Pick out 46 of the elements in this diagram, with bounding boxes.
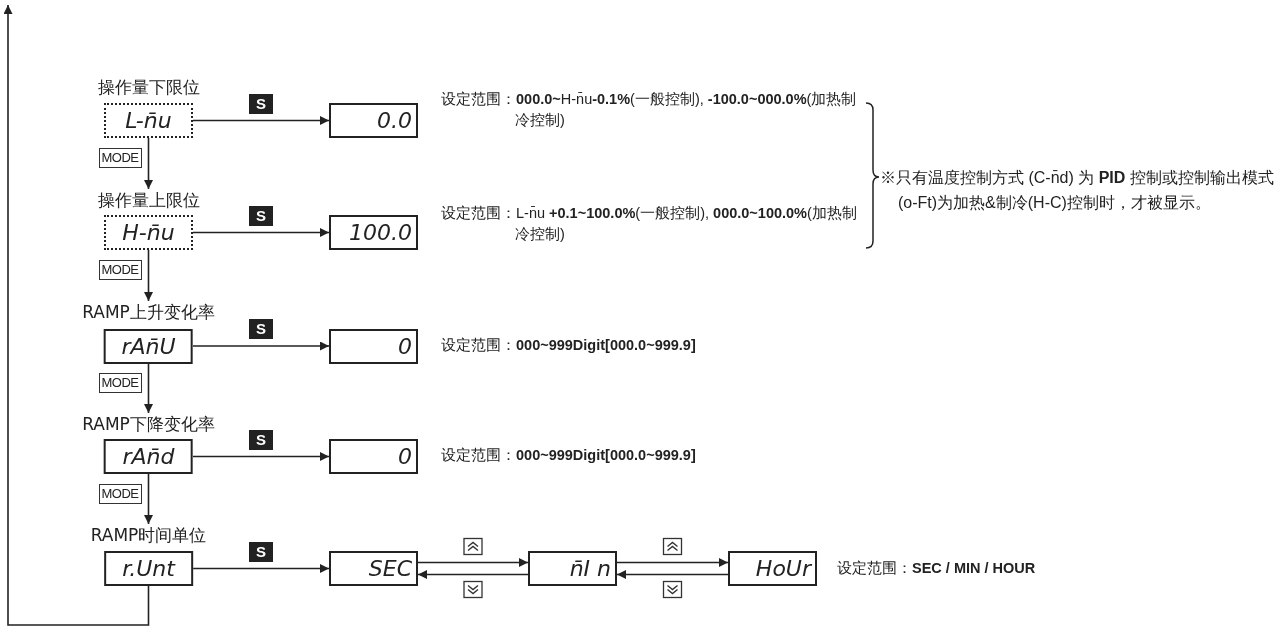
arrow (144, 473, 153, 525)
key-label: MODE (98, 148, 142, 168)
setting-range-text: 设定范围：000~999Digit[000.0~999.9] (441, 336, 697, 355)
setting-range-text: 设定范围：000.0~H-n̄u-0.1%(一般控制), -100.0~000.0%(加热制冷控制) (441, 90, 858, 130)
arrow (616, 558, 729, 567)
display-box: L-n̄u (104, 103, 193, 138)
arrow (144, 137, 153, 190)
key-label: MODE (98, 484, 142, 504)
note-text: ※只有温度控制方式 (C-n̄d) 为 PID 控制或控制输出模式(o-Ft)为加热&制冷(H-C)控制时，才被显示。 (880, 168, 1275, 213)
arrow (3, 4, 150, 626)
display-box: HoUr (728, 551, 817, 586)
key-label: MODE (98, 373, 142, 393)
display-box: SEC (329, 551, 418, 586)
arrow (417, 558, 529, 567)
display-box: rAn̄d (104, 439, 193, 474)
setting-title: 操作量上限位 (97, 190, 200, 210)
arrow (192, 228, 330, 237)
display-box: H-n̄u (104, 215, 193, 250)
arrow (417, 570, 529, 579)
key-label: S (249, 541, 273, 562)
arrow (616, 570, 729, 579)
display-box: rAn̄U (104, 329, 193, 364)
display-box: 100.0 (329, 215, 418, 250)
setting-title: RAMP时间单位 (90, 525, 207, 545)
key-label: S (249, 429, 273, 450)
setting-range-text: 设定范围：SEC / MIN / HOUR (837, 559, 1037, 578)
setting-range-text: 设定范围：L-n̄u +0.1~100.0%(一般控制), 000.0~100.0%(加热制冷控制) (441, 204, 858, 244)
key-label: S (249, 319, 273, 339)
setting-range-text: 设定范围：000~999Digit[000.0~999.9] (441, 446, 697, 465)
display-box: r.Unt (104, 551, 193, 586)
display-box: 0 (329, 439, 418, 474)
display-box: 0 (329, 329, 418, 364)
setting-title: RAMP上升变化率 (82, 302, 215, 322)
display-box: n̄I n (528, 551, 617, 586)
arrow (192, 564, 330, 573)
key-label: S (249, 93, 273, 114)
arrow (192, 452, 330, 461)
display-box: 0.0 (329, 103, 418, 138)
arrow (192, 116, 330, 125)
arrow (144, 249, 153, 302)
arrow (144, 362, 153, 414)
key-label: MODE (98, 260, 142, 280)
setting-title: RAMP下降变化率 (82, 414, 215, 434)
arrow (192, 341, 330, 351)
setting-title: 操作量下限位 (97, 77, 200, 97)
key-label: S (249, 205, 273, 226)
